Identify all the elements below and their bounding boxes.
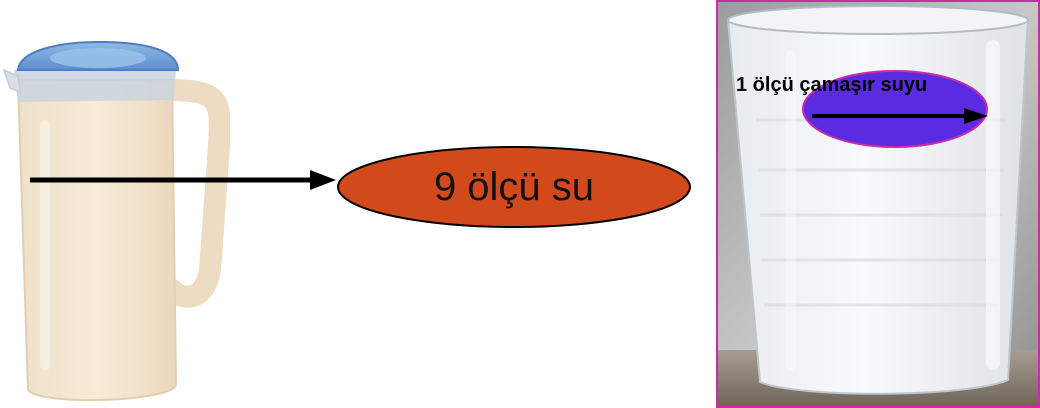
bleach-label: 1 ölçü çamaşır suyu [736, 74, 928, 96]
bleach-ellipse [802, 70, 988, 148]
water-ellipse [337, 146, 691, 228]
glass-cup-icon [716, 0, 1040, 408]
water-ellipse-shape [337, 146, 691, 228]
pitcher-icon [2, 40, 230, 402]
water-label: 9 ölçü su [433, 164, 595, 209]
bleach-ellipse-shape [802, 70, 988, 148]
arrow-to-water-label [30, 170, 336, 190]
arrow-in-glass [812, 108, 988, 124]
